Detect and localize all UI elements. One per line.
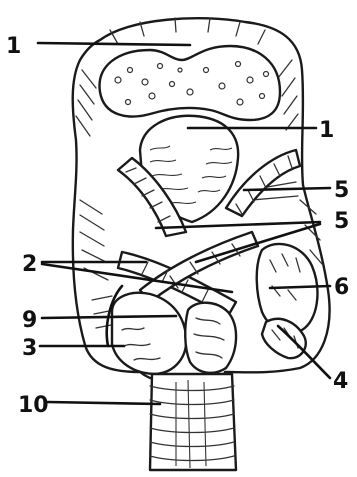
label-1-top: 1 — [6, 34, 21, 59]
label-2: 2 — [22, 252, 37, 277]
label-5-upper: 5 — [334, 178, 349, 203]
label-1-middle: 1 — [319, 118, 334, 143]
upper-cap — [100, 46, 280, 120]
label-6: 6 — [334, 275, 349, 300]
trachea — [150, 374, 236, 470]
label-10: 10 — [18, 393, 49, 418]
leader-10 — [48, 402, 160, 404]
label-4: 4 — [333, 369, 348, 394]
label-3: 3 — [22, 336, 37, 361]
label-9: 9 — [22, 308, 37, 333]
label-5-lower: 5 — [334, 209, 349, 234]
